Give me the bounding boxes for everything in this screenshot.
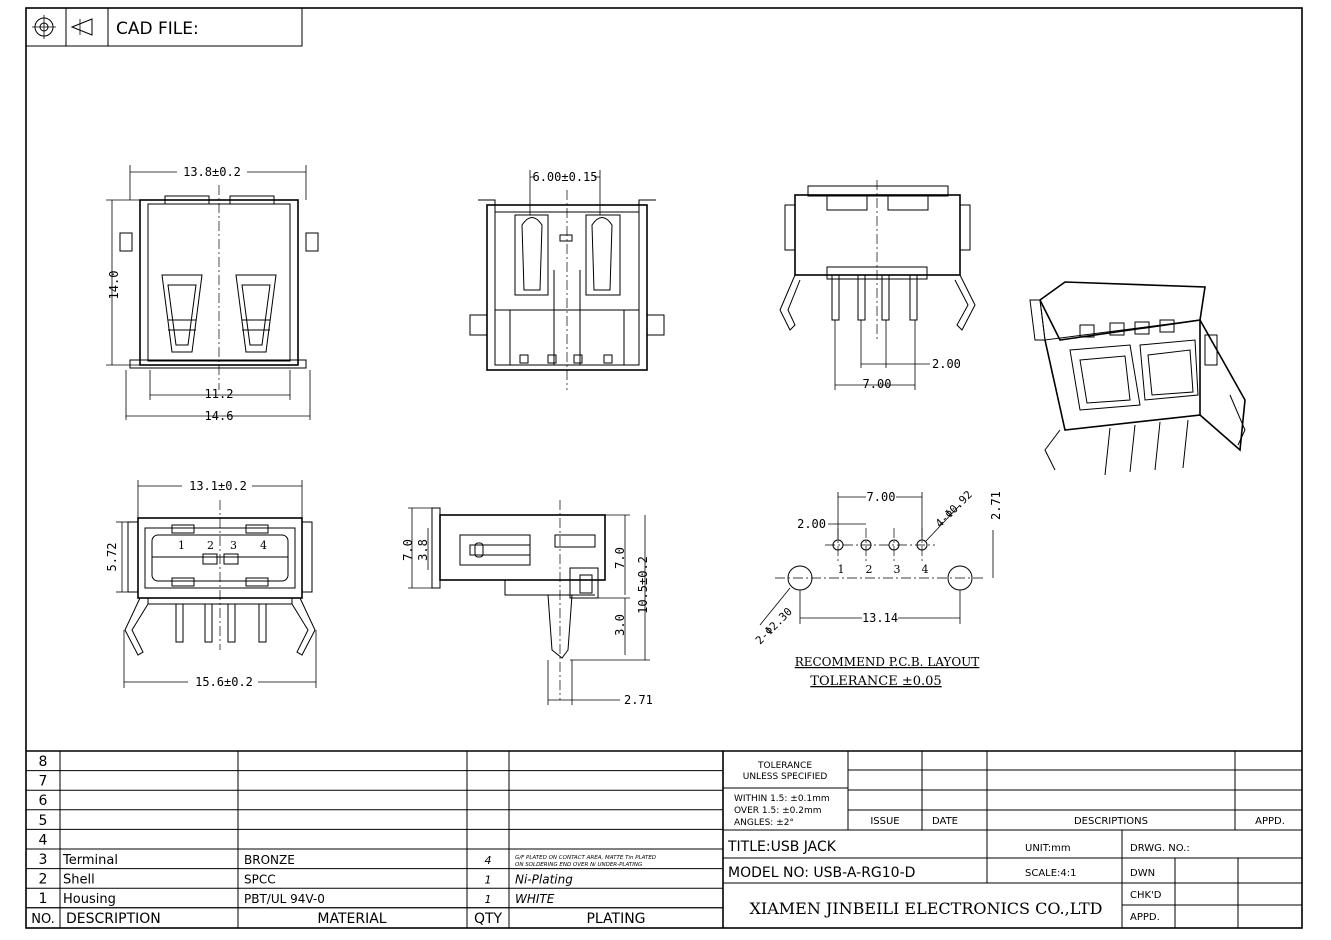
bom-material: PBT/UL 94V-0 [244, 892, 325, 906]
pcb-pin-1: 1 [838, 563, 845, 576]
pin-label-4: 4 [260, 539, 267, 552]
pin-label-2: 2 [207, 539, 214, 552]
bom-header-plating: PLATING [586, 911, 645, 927]
bom-row-number: 7 [39, 774, 48, 790]
front-view: 13.8±0.2 14.0 11.2 14.6 [106, 164, 319, 423]
issue-header: ISSUE [870, 816, 899, 827]
drawing-border [25, 7, 1303, 929]
bottom-side-view: 7.0 3.8 7.0 10.5±0.2 3.0 2.71 [401, 500, 653, 707]
pcb-dim-7-00: 7.00 [867, 490, 896, 504]
bom-description: Terminal [62, 853, 118, 868]
bom-header-material: MATERIAL [317, 911, 386, 927]
date-header: DATE [932, 816, 958, 827]
model-number: MODEL NO: USB-A-RG10-D [728, 865, 915, 881]
dim-13-1: 13.1±0.2 [189, 479, 247, 493]
scale-label: SCALE:4:1 [1025, 868, 1077, 879]
tol-line2: OVER 1.5: ±0.2mm [734, 806, 821, 816]
dim-15-6: 15.6±0.2 [195, 675, 253, 689]
dim-6-00: 6.00±0.15 [532, 170, 597, 184]
isometric-view [1029, 281, 1246, 476]
pcb-hole-small: 4-Φ0.92 [933, 488, 975, 530]
pcb-pin-3: 3 [894, 563, 901, 576]
bom-row-number: 3 [39, 852, 48, 868]
drwg-no-label: DRWG. NO.: [1130, 843, 1190, 854]
drawing-title: TITLE:USB JACK [727, 839, 837, 855]
bom-description: Shell [63, 873, 95, 888]
pcb-dim-2-00: 2.00 [797, 517, 826, 531]
bom-plating: WHITE [515, 892, 555, 906]
cad-file-header: CAD FILE: [25, 7, 303, 47]
dim-14-0: 14.0 [107, 271, 121, 300]
dim-side-7-00: 7.00 [863, 377, 892, 391]
bom-header-no: NO. [31, 912, 55, 927]
pcb-hole-large: 2-Φ2.30 [753, 605, 795, 647]
dim-7-0-left: 7.0 [401, 539, 415, 561]
company-name: XIAMEN JINBEILI ELECTRONICS CO.,LTD [749, 899, 1102, 918]
dim-3-8: 3.8 [416, 539, 430, 561]
bom-header-description: DESCRIPTION [66, 911, 161, 927]
dim-side-2-00: 2.00 [932, 357, 961, 371]
cad-file-label: CAD FILE: [116, 19, 199, 39]
dim-7-0-right: 7.0 [613, 547, 627, 569]
dim-side-2-71: 2.71 [624, 693, 653, 707]
bom-material: BRONZE [244, 853, 295, 867]
tol-line1: WITHIN 1.5: ±0.1mm [734, 794, 830, 804]
bom-plating: G/F PLATED ON CONTACT AREA, MATTE Tin PL… [515, 855, 656, 861]
bom-plating-cont: ON SOLDERING END OVER Ni UNDER-PLATING [515, 862, 642, 868]
bom-row-number: 4 [39, 832, 48, 848]
bom-qty: 4 [485, 854, 492, 867]
pcb-dim-2-71: 2.71 [989, 491, 1003, 520]
dwn-label: DWN [1130, 868, 1155, 879]
pcb-pin-4: 4 [922, 563, 929, 576]
bom-description: Housing [63, 892, 116, 907]
bom-qty: 1 [485, 874, 492, 887]
dim-14-6: 14.6 [205, 409, 234, 423]
bom-material: SPCC [244, 873, 276, 887]
dim-5-72: 5.72 [105, 543, 119, 572]
chkd-label: CHK'D [1130, 890, 1162, 901]
dim-13-8: 13.8±0.2 [183, 165, 241, 179]
appd-header: APPD. [1255, 816, 1285, 827]
rear-view: 6.00±0.15 [469, 170, 665, 390]
pcb-dim-13-14: 13.14 [862, 611, 898, 625]
pcb-layout: 7.00 2.00 2.71 13.14 4-Φ0.92 2-Φ2.30 1 2… [753, 488, 1003, 689]
descriptions-header: DESCRIPTIONS [1074, 816, 1148, 827]
dim-11-2: 11.2 [205, 387, 234, 401]
bom-row-number: 1 [39, 891, 48, 907]
appd-label: APPD. [1130, 912, 1160, 923]
tol-line3: ANGLES: ±2° [734, 818, 794, 828]
bom-row-number: 5 [39, 813, 48, 829]
pcb-caption-tolerance: TOLERANCE ±0.05 [810, 674, 941, 689]
pcb-caption-layout: RECOMMEND P.C.B. LAYOUT [795, 655, 980, 669]
pin-label-3: 3 [230, 539, 237, 552]
bom-plating: Ni-Plating [515, 873, 573, 887]
pin-label-1: 1 [178, 539, 185, 552]
bom-row-number: 8 [39, 754, 48, 770]
bottom-front-view: 1 2 3 4 13.1±0.2 5.72 15.6±0.2 [105, 479, 317, 689]
bom-row-number: 2 [39, 872, 48, 888]
bom-row-number: 6 [39, 793, 48, 809]
dim-3-0: 3.0 [613, 614, 627, 636]
projection-symbol-icon [32, 15, 93, 39]
dim-10-5: 10.5±0.2 [636, 556, 650, 614]
unit-label: UNIT:mm [1025, 843, 1071, 854]
side-view: 7.00 2.00 [779, 180, 976, 391]
pcb-pin-2: 2 [866, 563, 873, 576]
bom-header-qty: QTY [474, 911, 503, 927]
bom-qty: 1 [485, 893, 492, 906]
